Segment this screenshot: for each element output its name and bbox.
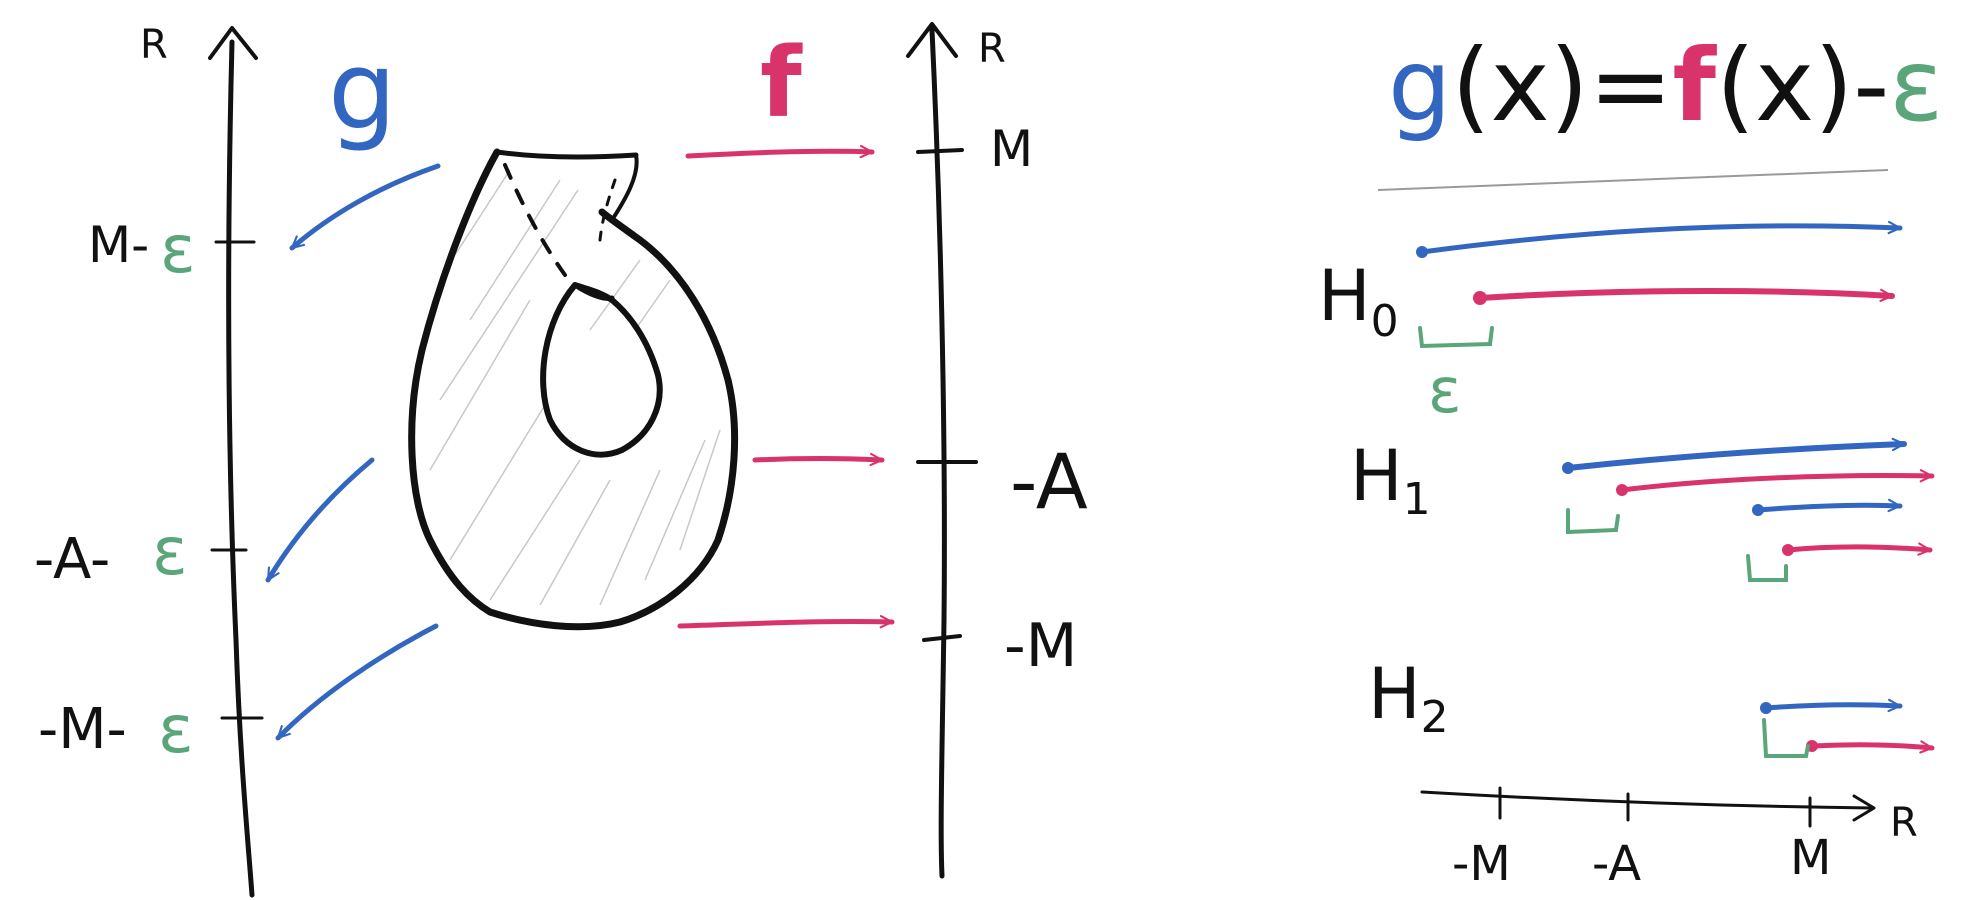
equation-underline: [1377, 169, 1889, 191]
barcode-axis-label: R: [1890, 800, 1918, 846]
f-arrow-top: [685, 144, 875, 159]
tick-negm-epsilon: ε: [158, 691, 194, 768]
equation: g(x)=f(x)-ε: [1377, 27, 1943, 191]
tick-a-prefix: -A-: [34, 527, 110, 592]
right-tick-neg-a: -A: [1010, 437, 1088, 526]
h2-g-bar: [1763, 698, 1903, 713]
g-function-label: g: [328, 29, 397, 154]
h1-f-bar-2: [1785, 542, 1933, 556]
left-axis-label: R: [140, 22, 168, 68]
right-tick-m: M: [990, 120, 1033, 178]
tick-m-epsilon: ε: [160, 211, 196, 288]
f-arrows: [677, 144, 895, 629]
h0-epsilon-label: ε: [1428, 354, 1462, 427]
h1-epsilon-bracket-1: [1566, 508, 1620, 535]
g-arrow-bottom: [275, 623, 439, 741]
h1-g-bar-1: [1565, 437, 1907, 471]
barcodes: H0 ε H1 H2 R -M -A M: [1318, 220, 1935, 892]
tick-a-epsilon: ε: [152, 513, 188, 590]
h1-g-bar-2: [1755, 498, 1903, 513]
barcode-tick-neg-a: -A: [1592, 836, 1641, 892]
h2-label: H2: [1368, 653, 1449, 743]
h1-f-bar-1: [1619, 469, 1935, 493]
right-axis: R f M -A -M: [760, 22, 1088, 879]
right-axis-label: R: [978, 26, 1006, 72]
h1-label: H1: [1350, 435, 1431, 525]
equation-f: f: [1672, 27, 1717, 144]
surface-hatching: [429, 169, 721, 606]
g-arrows: [265, 163, 441, 741]
f-arrow-middle: [752, 452, 885, 467]
h2-epsilon-bracket: [1762, 718, 1810, 758]
h2-f-bar: [1809, 740, 1935, 754]
equation-epsilon: ε: [1889, 27, 1943, 144]
barcode-tick-neg-m: -M: [1452, 836, 1511, 892]
g-arrow-top: [289, 163, 441, 251]
f-function-label: f: [760, 27, 803, 139]
surface-shape: [408, 148, 739, 631]
left-axis: R g M- ε -A- ε -M- ε: [34, 22, 397, 898]
h1-epsilon-bracket-2: [1746, 554, 1788, 582]
barcode-axis: [1420, 790, 1874, 810]
equation-mid1: (x)=: [1451, 27, 1672, 144]
h0-f-bar: [1477, 288, 1895, 302]
h0-epsilon-bracket: [1418, 326, 1494, 349]
g-arrow-middle: [265, 457, 375, 583]
f-arrow-bottom: [677, 615, 895, 629]
h0-label: H0: [1318, 255, 1399, 347]
svg-text:g(x)=f(x)-ε: g(x)=f(x)-ε: [1388, 27, 1943, 144]
h0-g-bar: [1419, 220, 1903, 255]
right-tick-neg-m: -M: [1004, 611, 1077, 681]
equation-g: g: [1388, 27, 1451, 144]
tick-m-prefix: M-: [88, 216, 149, 274]
tick-negm-prefix: -M-: [38, 697, 127, 762]
barcode-tick-m: M: [1790, 830, 1831, 886]
equation-mid2: (x)-: [1716, 27, 1889, 144]
